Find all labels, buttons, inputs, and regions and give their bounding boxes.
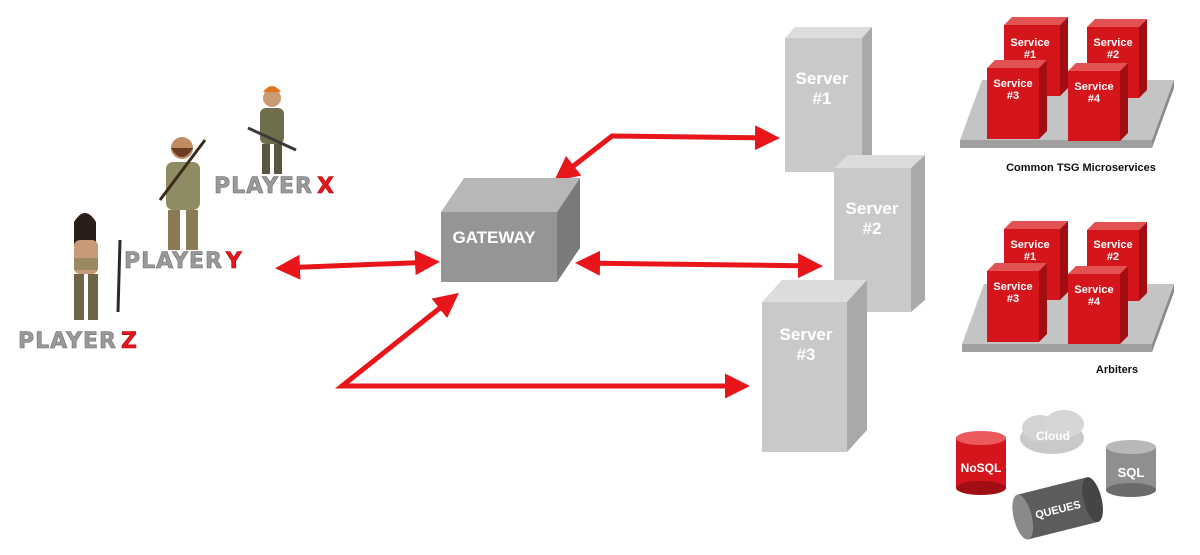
svg-text:Service: Service [1074,81,1113,93]
common-service-4: Service #4 [1068,63,1128,141]
svg-text:#1: #1 [1024,251,1036,263]
svg-text:Service: Service [1010,37,1049,49]
arbiter-service-4: Service #4 [1068,266,1128,344]
server-3-label-line2: #3 [797,345,816,364]
server-3: Server #3 [762,280,867,452]
arbiter-service-3: Service #3 [987,263,1047,342]
service-group-common: Service #1 Service #2 Service #3 Service… [960,17,1174,174]
arrow-gateway-server3 [334,292,750,399]
player-x-figure [247,86,297,174]
svg-text:Service: Service [1093,37,1132,49]
svg-text:#3: #3 [1007,90,1019,102]
nosql-cylinder: NoSQL [956,431,1006,495]
server-2-label-line1: Server [846,199,899,218]
server-1-label-line2: #1 [813,89,832,108]
service-group-arbiters: Service #1 Service #2 Service #3 Service… [962,221,1174,376]
server-3-label-line1: Server [780,325,833,344]
svg-text:Service: Service [993,281,1032,293]
queues-cylinder: QUEUES [1012,477,1103,540]
svg-text:Service: Service [1093,239,1132,251]
gateway-label: GATEWAY [452,228,536,247]
svg-text:#3: #3 [1007,293,1019,305]
cloud-icon: Cloud [1020,410,1084,454]
nosql-label: NoSQL [961,461,1002,475]
player-y-figure [158,137,207,250]
svg-text:#1: #1 [1024,49,1036,61]
player-z-figure [74,213,122,320]
arbiter-service-2: Service #2 [1087,222,1147,301]
svg-text:#2: #2 [1107,49,1119,61]
common-service-3: Service #3 [987,60,1047,139]
server-1-label-line1: Server [796,69,849,88]
svg-text:#4: #4 [1088,296,1101,308]
arrow-gateway-server2 [575,250,823,279]
svg-text:Service: Service [993,78,1032,90]
sql-cylinder: SQL [1106,440,1156,497]
connection-arrows [275,125,823,399]
arrow-players-gateway [275,250,440,280]
server-2-label-line2: #2 [863,219,882,238]
svg-text:Service: Service [1010,239,1049,251]
arbiters-caption: Arbiters [1096,364,1138,376]
sql-label: SQL [1118,465,1145,480]
arrow-gateway-server1 [554,125,780,182]
common-services-caption: Common TSG Microservices [1006,162,1156,174]
svg-text:Service: Service [1074,284,1113,296]
svg-text:#2: #2 [1107,251,1119,263]
cloud-label: Cloud [1036,429,1070,443]
server-1: Server #1 [785,27,872,172]
svg-text:#4: #4 [1088,93,1101,105]
gateway-box: GATEWAY [441,178,580,282]
